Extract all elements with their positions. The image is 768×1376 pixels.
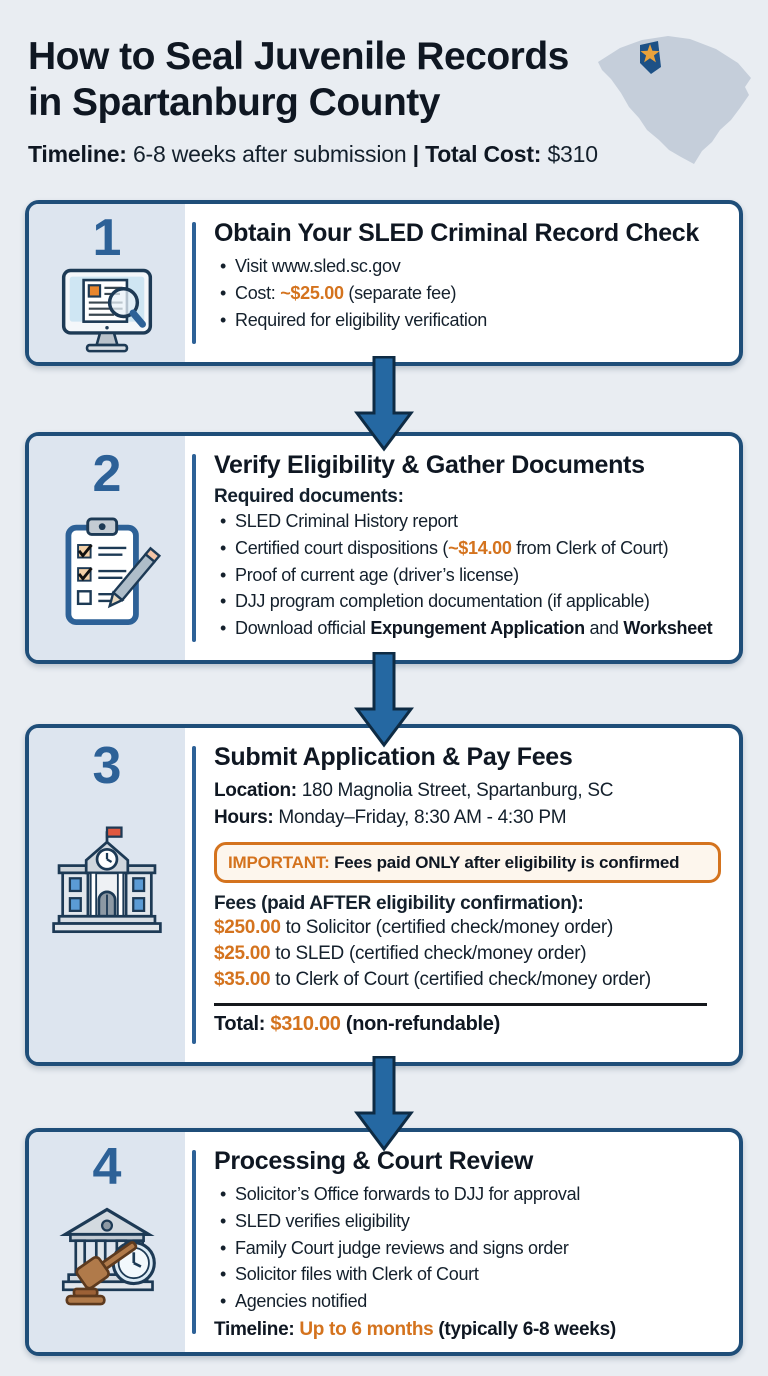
step-3-content: Submit Application & Pay Fees Location: … xyxy=(196,728,739,1062)
step-4-bullet: Family Court judge reviews and signs ord… xyxy=(214,1236,727,1262)
step-4-content: Processing & Court Review Solicitor’s Of… xyxy=(196,1132,739,1352)
total-line: Total: $310.00 (non-refundable) xyxy=(214,1012,500,1035)
down-arrow-icon xyxy=(354,652,414,748)
step-3-divider xyxy=(192,746,196,1044)
clipboard-pencil-icon xyxy=(65,517,161,626)
step-1-bullet: Cost: ~$25.00 (separate fee) xyxy=(214,281,727,307)
down-arrow-icon xyxy=(354,1056,414,1152)
step-2-badge-panel: 2 xyxy=(29,436,185,660)
step-3-badge-panel: 3 xyxy=(29,728,185,1062)
step-1-number: 1 xyxy=(92,209,122,267)
step-2-number: 2 xyxy=(92,445,122,503)
step-4-bullet: Agencies notified xyxy=(214,1289,727,1315)
step-1-bullet: Required for eligibility verification xyxy=(214,308,727,334)
step-2-bullet: Download official Expungement Applicatio… xyxy=(214,616,727,642)
step-2-content: Verify Eligibility & Gather Documents Re… xyxy=(196,436,739,660)
step-4-bullet: Solicitor’s Office forwards to DJJ for a… xyxy=(214,1182,727,1208)
down-arrow-icon xyxy=(354,356,414,452)
important-callout: IMPORTANT: Fees paid ONLY after eligibil… xyxy=(214,841,721,883)
step-4-divider xyxy=(192,1150,196,1334)
step-4-bullet: SLED verifies eligibility xyxy=(214,1209,727,1235)
step-2-bullet: Proof of current age (driver’s license) xyxy=(214,563,727,589)
courthouse-gavel-clock-icon xyxy=(59,1207,156,1306)
page-title-line2: in Spartanburg County xyxy=(28,80,440,124)
county-star-icon xyxy=(640,44,660,63)
south-carolina-map-icon xyxy=(598,36,751,164)
fee-line-sled: $25.00 to SLED (certified check/money or… xyxy=(214,943,587,965)
required-documents-heading: Required documents: xyxy=(214,485,404,507)
step-1-divider xyxy=(192,222,196,344)
fee-line-clerk: $35.00 to Clerk of Court (certified chec… xyxy=(214,969,651,991)
step-1-badge-panel: 1 xyxy=(29,204,185,362)
processing-timeline-line: Timeline: Up to 6 months (typically 6-8 … xyxy=(214,1319,616,1341)
step-2-bullet: Certified court dispositions (~$14.00 fr… xyxy=(214,536,727,562)
fee-line-solicitor: $250.00 to Solicitor (certified check/mo… xyxy=(214,916,613,938)
fees-heading: Fees (paid AFTER eligibility confirmatio… xyxy=(214,892,584,914)
monitor-magnifier-icon xyxy=(61,268,153,353)
step-4-badge-panel: 4 xyxy=(29,1132,185,1352)
step-4-number: 4 xyxy=(92,1138,122,1196)
step-4-bullet: Solicitor files with Clerk of Court xyxy=(214,1262,727,1288)
step-3-title: Submit Application & Pay Fees xyxy=(214,743,573,771)
step-2-bullet: SLED Criminal History report xyxy=(214,509,727,535)
step-2-divider xyxy=(192,454,196,642)
step-card-4: 4 xyxy=(25,1128,743,1356)
step-2-title: Verify Eligibility & Gather Documents xyxy=(214,451,645,479)
location-line: Location: 180 Magnolia Street, Spartanbu… xyxy=(214,779,614,801)
step-4-title: Processing & Court Review xyxy=(214,1147,533,1175)
step-1-title: Obtain Your SLED Criminal Record Check xyxy=(214,219,699,247)
step-3-number: 3 xyxy=(92,737,122,795)
step-card-3: 3 xyxy=(25,724,743,1066)
step-card-1: 1 Obtain Your SLED Criminal Record Chec xyxy=(25,200,743,366)
timeline-cost-summary: Timeline: 6-8 weeks after submission | T… xyxy=(28,141,598,167)
hours-line: Hours: Monday–Friday, 8:30 AM - 4:30 PM xyxy=(214,806,567,828)
step-1-content: Obtain Your SLED Criminal Record Check V… xyxy=(196,204,739,362)
fees-total-rule xyxy=(214,1002,707,1006)
step-card-2: 2 xyxy=(25,432,743,664)
step-2-bullet: DJJ program completion documentation (if… xyxy=(214,589,727,615)
page-title-line1: How to Seal Juvenile Records xyxy=(28,35,569,78)
courthouse-building-icon xyxy=(52,826,162,934)
page-title: How to Seal Juvenile Records in Spartanb… xyxy=(28,34,569,125)
step-1-bullet: Visit www.sled.sc.gov xyxy=(214,254,727,280)
